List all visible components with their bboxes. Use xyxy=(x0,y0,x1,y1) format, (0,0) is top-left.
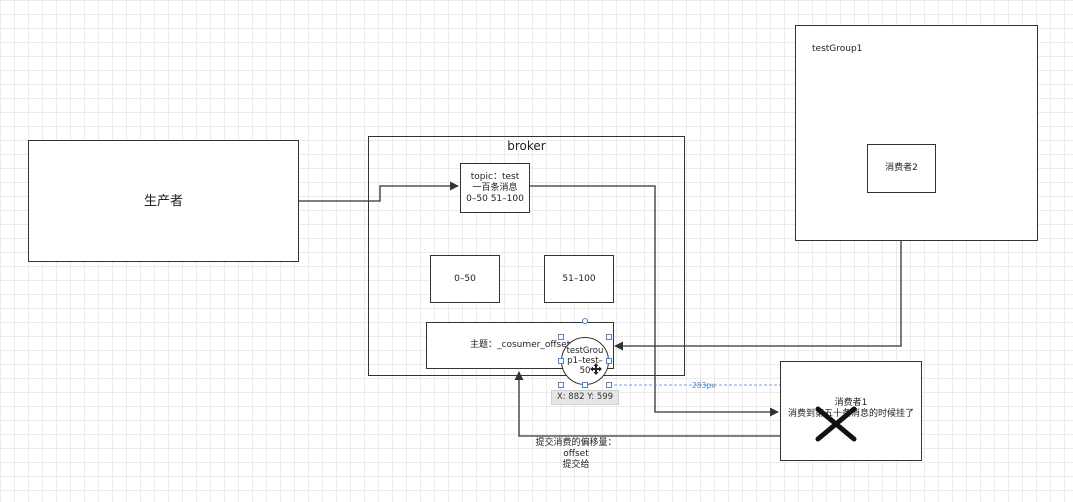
topic-line: 一百条消息 xyxy=(472,182,518,193)
topic-line: 0–50 51–100 xyxy=(466,193,524,204)
offset-topic-label: 主题：_cosumer_offset xyxy=(470,340,571,350)
selection-handle[interactable] xyxy=(606,334,612,340)
cross-icon xyxy=(815,406,857,442)
test-group-box[interactable]: testGroup1 xyxy=(795,25,1038,241)
partition-box-1[interactable]: 51–100 xyxy=(544,255,614,303)
partition-label: 51–100 xyxy=(562,273,596,284)
selection-handle[interactable] xyxy=(582,382,588,388)
selection-handle[interactable] xyxy=(558,358,564,364)
topic-line: topic：test xyxy=(470,171,520,182)
caption-line: 提交消费的偏移量： xyxy=(535,438,617,448)
consumer2-box[interactable]: 消费者2 xyxy=(867,144,936,193)
producer-box[interactable]: 生产者 xyxy=(28,140,299,262)
producer-to-topic-arrow[interactable] xyxy=(299,181,459,202)
producer-label: 生产者 xyxy=(143,193,183,209)
selection-handle[interactable] xyxy=(606,382,612,388)
topic-to-consumer1-arrow[interactable] xyxy=(530,185,779,417)
partition-label: 0–50 xyxy=(454,273,476,284)
consumer2-to-offset-arrow[interactable] xyxy=(614,193,902,351)
partition-box-0[interactable]: 0–50 xyxy=(430,255,500,303)
broker-container[interactable]: broker xyxy=(368,136,685,376)
selection-handle[interactable] xyxy=(606,358,612,364)
commit-offset-caption: 提交消费的偏移量： offset 提交给 xyxy=(528,438,624,471)
selection-handle[interactable] xyxy=(582,318,588,324)
caption-line: offset xyxy=(563,449,589,459)
offset-record-circle[interactable]: testGroup1–test–50 xyxy=(561,337,609,385)
consumer1-commit-offset-arrow[interactable] xyxy=(514,371,780,437)
selection-handle[interactable] xyxy=(558,334,564,340)
topic-box[interactable]: topic：test 一百条消息 0–50 51–100 xyxy=(460,163,530,213)
broker-title: broker xyxy=(507,139,546,153)
move-cursor-icon xyxy=(590,363,602,375)
offset-record-label: testGroup1–test–50 xyxy=(566,346,604,376)
test-group-title: testGroup1 xyxy=(812,44,863,54)
consumer2-label: 消费者2 xyxy=(885,163,918,173)
distance-label: 283px xyxy=(692,381,716,390)
consumer1-box[interactable]: 消费者1 消费到第五十条消息的时候挂了 xyxy=(780,361,922,461)
caption-line: 提交给 xyxy=(562,460,590,470)
consumer1-label: 消费者1 xyxy=(834,398,868,408)
selection-handle[interactable] xyxy=(558,382,564,388)
coordinate-readout: X: 882 Y: 599 xyxy=(551,390,619,405)
